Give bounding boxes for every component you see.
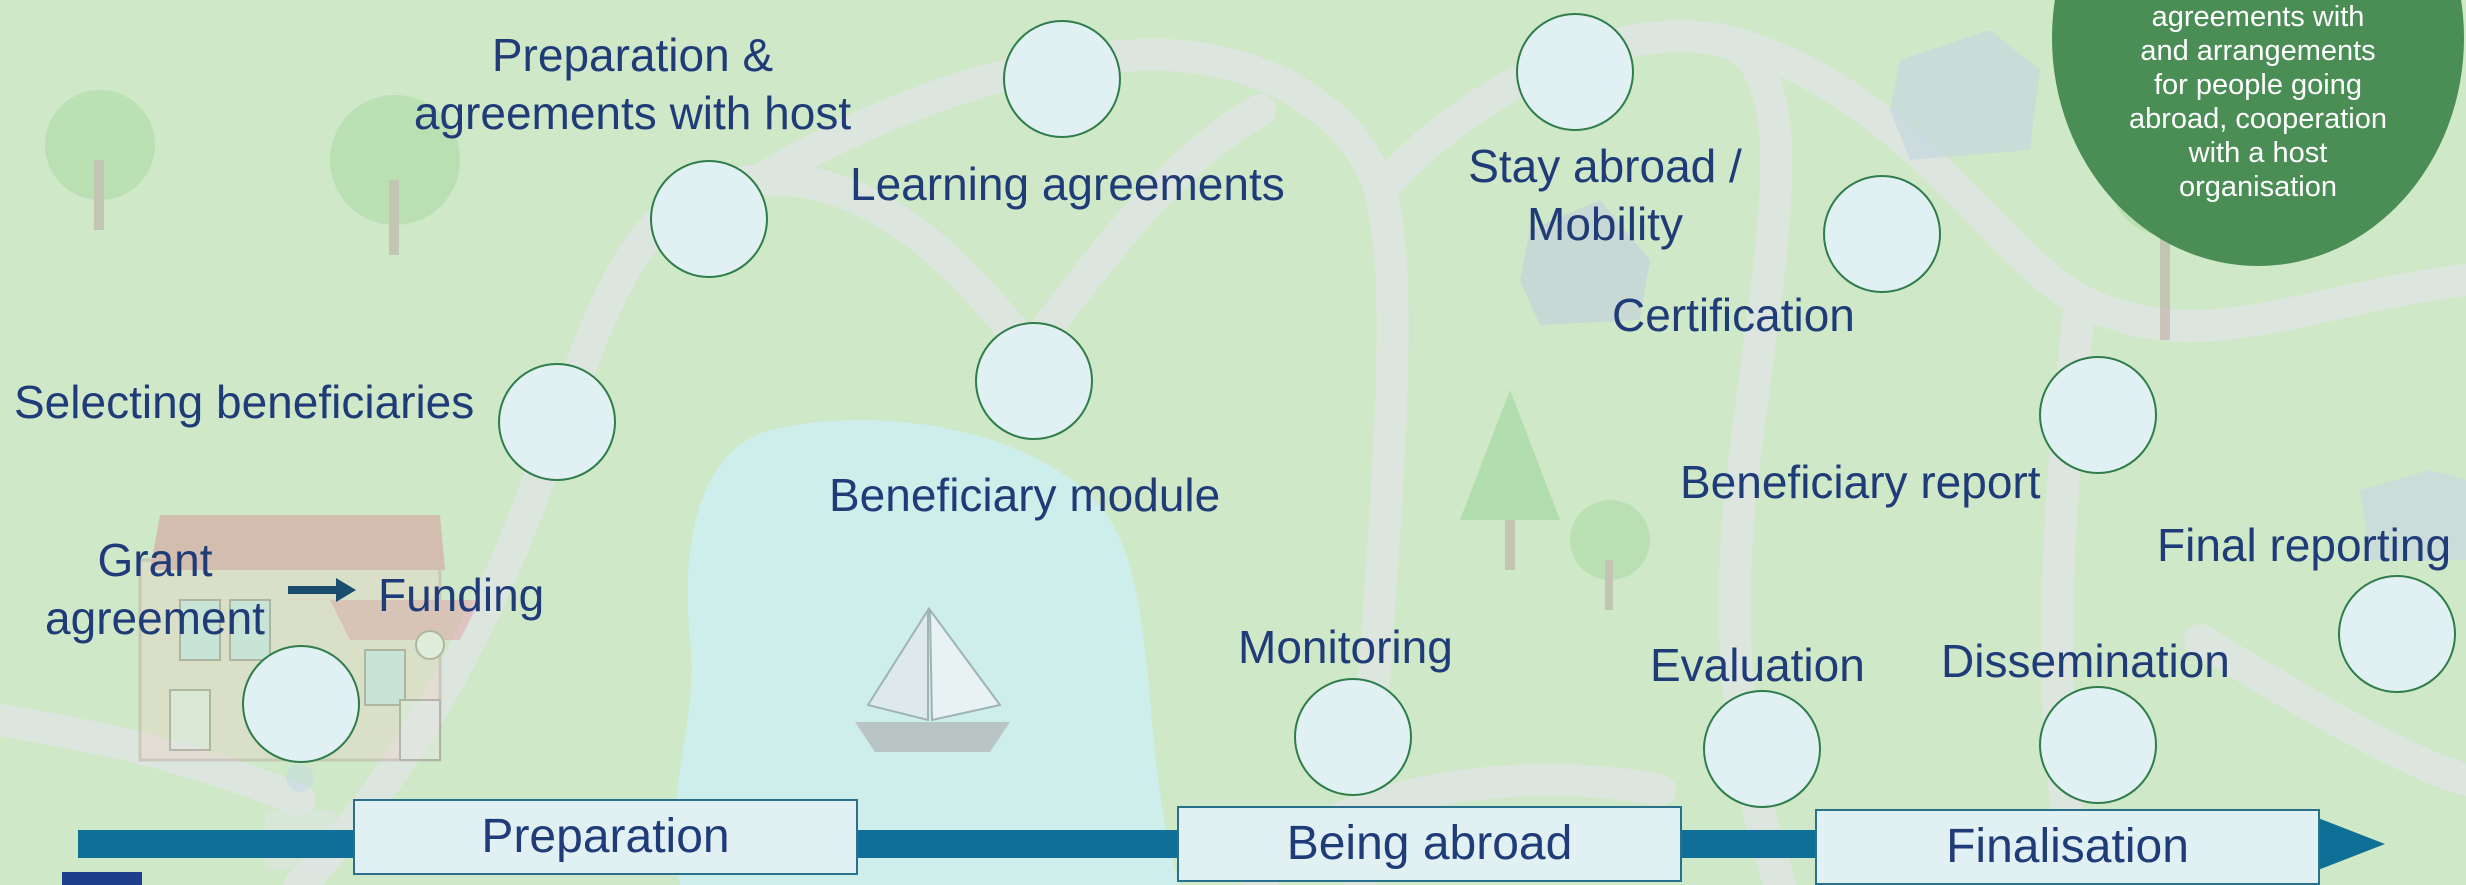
step-circle-dissemination[interactable] [2039, 686, 2157, 804]
step-circle-grant-agreement[interactable] [242, 645, 360, 763]
label-beneficiary-report: Beneficiary report [1680, 456, 2041, 508]
step-circle-selecting-beneficiaries[interactable] [498, 363, 616, 481]
step-circle-evaluation[interactable] [1703, 690, 1821, 808]
label-preparation-agreements: Preparation & agreements with host [413, 29, 852, 139]
label-evaluation: Evaluation [1650, 639, 1865, 691]
label-dissemination: Dissemination [1941, 635, 2230, 687]
label-selecting-beneficiaries: Selecting beneficiaries [14, 376, 475, 428]
phase-finalisation[interactable]: Finalisation [1815, 809, 2320, 885]
label-learning-agreements: Learning agreements [850, 158, 1285, 210]
label-stay-abroad: Stay abroad / Mobility [1468, 140, 1742, 250]
arrow-right-icon [288, 578, 356, 602]
step-circle-monitoring[interactable] [1294, 678, 1412, 796]
step-circle-final-reporting[interactable] [2338, 575, 2456, 693]
phase-being-abroad[interactable]: Being abroad [1177, 806, 1682, 882]
step-circle-learning-agreements[interactable] [1003, 20, 1121, 138]
label-final-reporting: Final reporting [2157, 519, 2452, 571]
label-funding: Funding [378, 569, 545, 621]
label-grant-agreement: Grant agreement [45, 534, 265, 644]
label-certification: Certification [1612, 289, 1855, 341]
step-circle-preparation-agreements[interactable] [650, 160, 768, 278]
step-circle-certification[interactable] [1823, 175, 1941, 293]
info-bubble-text: agreements with and arrangements for peo… [2129, 1, 2387, 203]
step-circle-beneficiary-report[interactable] [2039, 356, 2157, 474]
step-circle-stay-abroad[interactable] [1516, 13, 1634, 131]
label-monitoring: Monitoring [1238, 621, 1453, 673]
step-circle-beneficiary-module[interactable] [975, 322, 1093, 440]
label-beneficiary-module: Beneficiary module [829, 469, 1221, 521]
eu-flag-logo [62, 872, 142, 885]
phase-preparation[interactable]: Preparation [353, 799, 858, 875]
